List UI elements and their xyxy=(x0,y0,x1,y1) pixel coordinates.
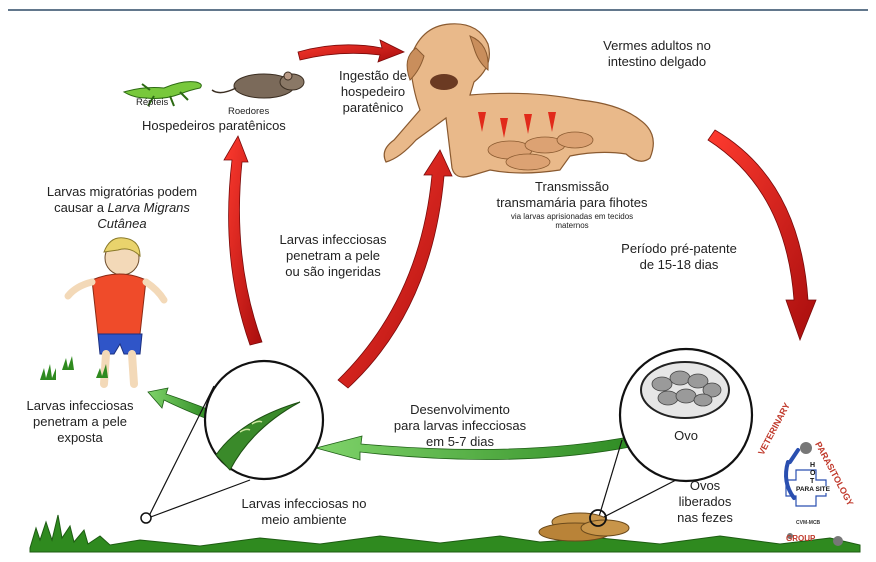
label-migratory-larvae: Larvas migratórias podem causar a Larva … xyxy=(24,184,220,232)
arrow-ingestion xyxy=(298,40,404,62)
logo-text-tiny: CVM-MCB xyxy=(796,520,820,526)
grass-tufts xyxy=(40,356,108,380)
arrow-prepatent xyxy=(708,130,816,340)
label-rodents: Roedores xyxy=(228,106,269,117)
logo-text-group: GROUP xyxy=(786,534,815,543)
feces xyxy=(539,510,629,541)
arrow-to-paratenic xyxy=(224,136,262,345)
rodent-illustration xyxy=(212,72,304,98)
child-illustration xyxy=(68,238,164,384)
label-egg: Ovo xyxy=(666,428,706,444)
logo-text-center: PARA SITE xyxy=(796,486,830,493)
label-reptiles: Répteis xyxy=(136,97,168,108)
label-paratenic-hosts: Hospedeiros paratênicos xyxy=(142,118,286,134)
